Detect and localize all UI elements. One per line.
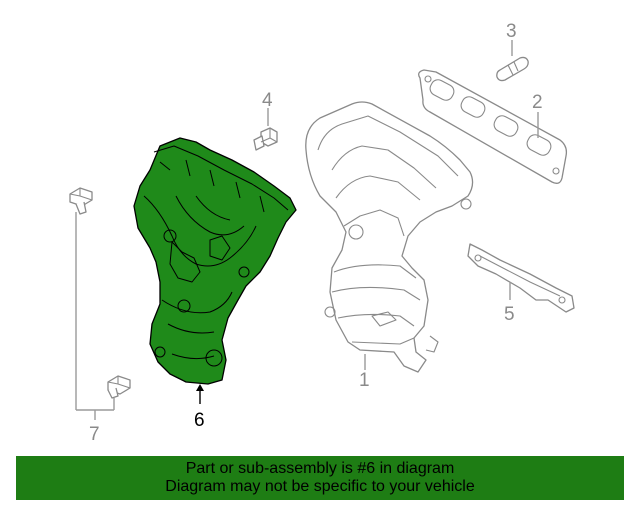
part-1-exhaust-manifold[interactable] xyxy=(305,101,474,373)
part-6-heat-shield[interactable] xyxy=(133,137,297,385)
callout-4: 4 xyxy=(262,90,273,111)
part-7-leader xyxy=(75,212,115,420)
callout-6: 6 xyxy=(194,410,205,431)
part-4-plug[interactable] xyxy=(253,127,278,151)
callout-1: 1 xyxy=(359,370,370,391)
callout-2: 2 xyxy=(532,92,543,113)
part-7-bolt-upper[interactable] xyxy=(69,187,93,215)
part-7-bolt-lower[interactable] xyxy=(107,375,131,399)
part-2-gasket[interactable] xyxy=(418,69,568,184)
callout-3: 3 xyxy=(506,21,517,42)
parts-diagram: 3 2 4 1 xyxy=(69,21,575,445)
banner-line-1: Part or sub-assembly is #6 in diagram xyxy=(185,460,455,477)
callout-7: 7 xyxy=(89,424,100,445)
part-3-stud[interactable] xyxy=(496,56,529,82)
info-banner: Part or sub-assembly is #6 in diagram Di… xyxy=(16,456,624,500)
part-5-bracket[interactable] xyxy=(467,243,575,313)
callout-5: 5 xyxy=(504,304,515,325)
banner-line-2: Diagram may not be specific to your vehi… xyxy=(165,478,475,495)
